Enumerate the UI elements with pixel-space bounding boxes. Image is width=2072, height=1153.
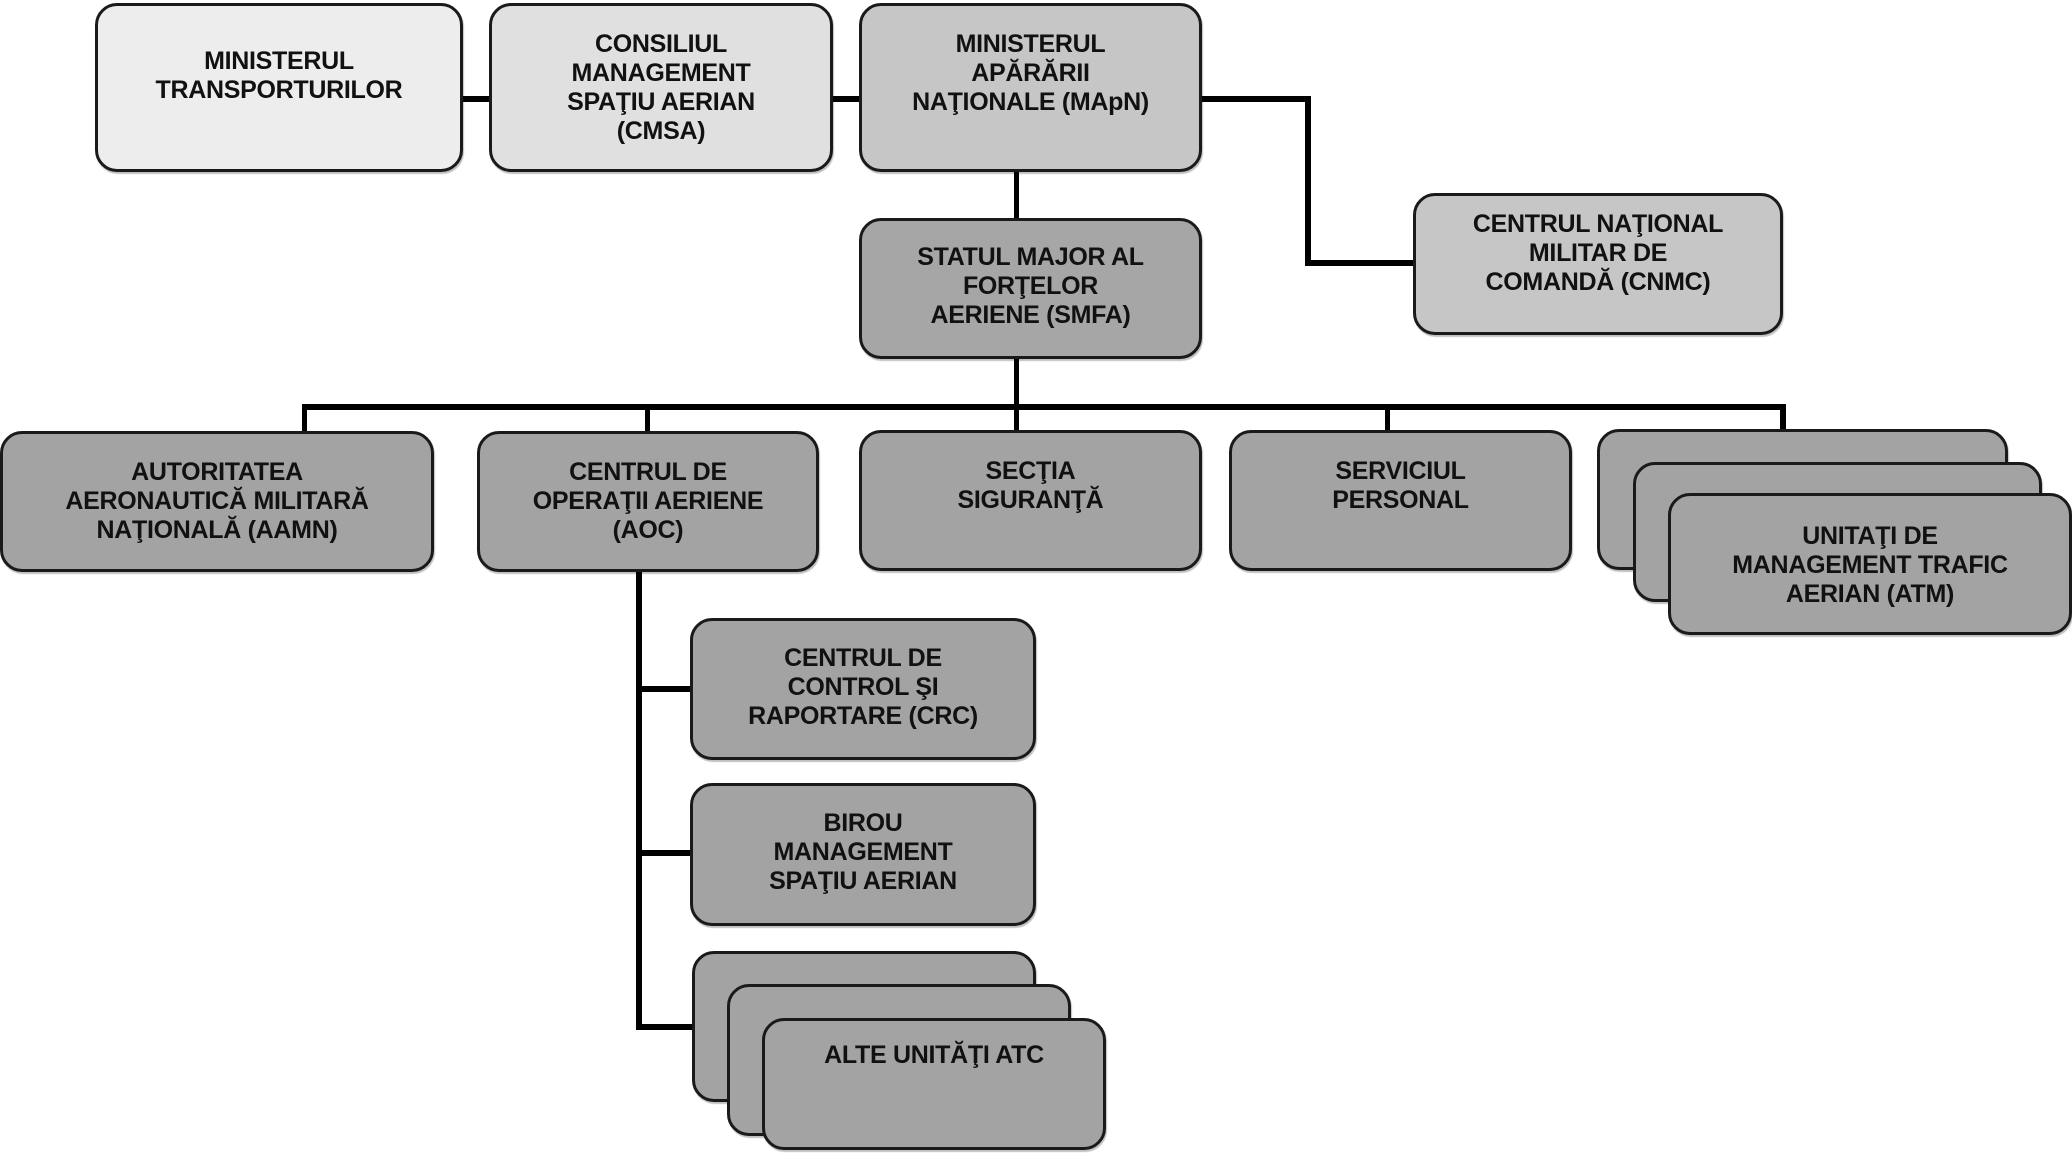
node-alte-unitati-atc: ALTE UNITĂŢI ATC (762, 1018, 1106, 1150)
branch-crc (636, 686, 691, 692)
drop-serviciul (1385, 404, 1390, 431)
node-label: STATUL MAJOR AL FORŢELOR AERIENE (SMFA) (917, 243, 1144, 329)
drop-atm (1780, 404, 1786, 430)
node-label: CONSILIUL MANAGEMENT SPAŢIU AERIAN (CMSA… (567, 30, 755, 145)
node-mapn: MINISTERUL APĂRĂRII NAŢIONALE (MApN) (859, 3, 1202, 172)
branch-birou (636, 850, 691, 856)
node-label: CENTRUL DE CONTROL ŞI RAPORTARE (CRC) (748, 644, 978, 730)
bus-level2 (302, 404, 1786, 410)
node-sectia-siguranta: SECŢIA SIGURANŢĂ (859, 430, 1202, 571)
branch-atc (636, 1024, 693, 1030)
node-smfa: STATUL MAJOR AL FORŢELOR AERIENE (SMFA) (859, 218, 1202, 359)
connector-mt-cmsa (463, 96, 489, 102)
node-label: ALTE UNITĂŢI ATC (824, 1041, 1044, 1069)
connector-aoc-down (636, 572, 642, 1030)
connector-mapn-cnmc-h2 (1305, 260, 1413, 266)
node-cmsa: CONSILIUL MANAGEMENT SPAŢIU AERIAN (CMSA… (489, 3, 833, 172)
drop-aoc (645, 404, 650, 432)
node-atm: UNITAŢI DE MANAGEMENT TRAFIC AERIAN (ATM… (1668, 493, 2072, 635)
connector-smfa-bus (1014, 359, 1019, 409)
node-aamn: AUTORITATEA AERONAUTICĂ MILITARĂ NAŢIONA… (0, 431, 434, 572)
connector-mapn-cnmc-h1 (1202, 96, 1311, 102)
node-aoc: CENTRUL DE OPERAŢII AERIENE (AOC) (477, 431, 819, 572)
connector-mapn-smfa (1014, 172, 1019, 219)
drop-aamn (302, 404, 307, 432)
node-serviciul-personal: SERVICIUL PERSONAL (1229, 430, 1572, 571)
node-cnmc: CENTRUL NAŢIONAL MILITAR DE COMANDĂ (CNM… (1413, 193, 1783, 335)
node-crc: CENTRUL DE CONTROL ŞI RAPORTARE (CRC) (690, 618, 1036, 760)
connector-cmsa-mapn (833, 96, 859, 102)
node-birou-management-spatiu-aerian: BIROU MANAGEMENT SPAŢIU AERIAN (690, 783, 1036, 926)
drop-sectia (1014, 404, 1019, 431)
connector-mapn-cnmc-v (1305, 96, 1311, 266)
node-label: SERVICIUL PERSONAL (1332, 457, 1469, 514)
node-label: MINISTERUL APĂRĂRII NAŢIONALE (MApN) (912, 30, 1149, 116)
node-label: UNITAŢI DE MANAGEMENT TRAFIC AERIAN (ATM… (1732, 522, 2008, 608)
node-label: CENTRUL NAŢIONAL MILITAR DE COMANDĂ (CNM… (1472, 210, 1724, 296)
node-label: CENTRUL DE OPERAŢII AERIENE (AOC) (532, 458, 764, 544)
node-label: MINISTERUL TRANSPORTURILOR (155, 46, 403, 104)
node-label: BIROU MANAGEMENT SPAŢIU AERIAN (769, 809, 957, 895)
node-label: AUTORITATEA AERONAUTICĂ MILITARĂ NAŢIONA… (65, 458, 369, 544)
node-ministerul-transporturilor: MINISTERUL TRANSPORTURILOR (95, 3, 463, 172)
node-label: SECŢIA SIGURANŢĂ (957, 457, 1104, 514)
